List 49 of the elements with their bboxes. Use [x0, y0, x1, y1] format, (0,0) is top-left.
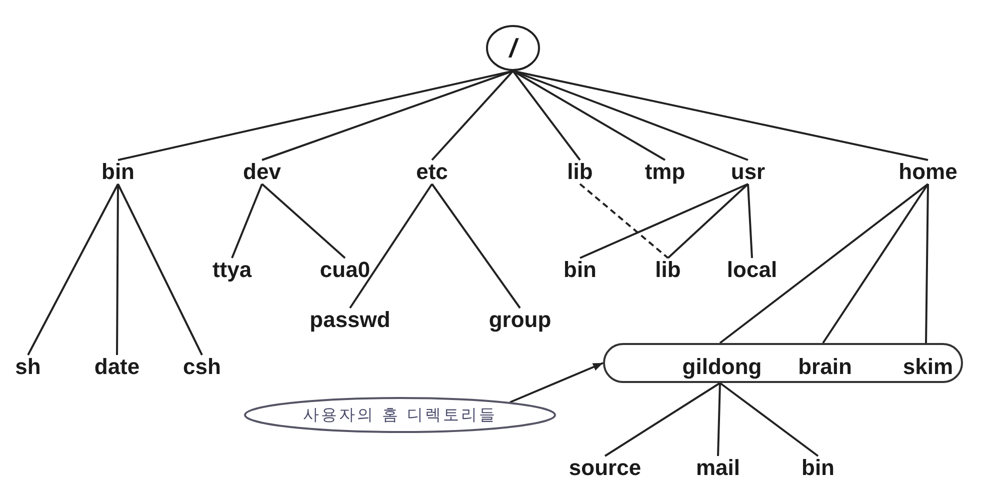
directory-label: source: [560, 456, 650, 480]
directory-label: brain: [790, 345, 860, 385]
arrow: [510, 362, 604, 404]
directory-label: csh: [177, 355, 227, 379]
tree-line: [747, 184, 753, 258]
tree-line: [719, 382, 819, 457]
root-label: /: [509, 36, 517, 60]
directory-label: home: [893, 160, 963, 184]
tree-line: [719, 183, 929, 344]
directory-label: etc: [409, 160, 455, 184]
tree-line: [261, 183, 346, 259]
directory-label: skim: [898, 345, 958, 385]
tree-line: [262, 70, 514, 161]
directory-label: group: [480, 308, 560, 332]
tree-line: [580, 183, 748, 259]
directory-label: usr: [725, 160, 771, 184]
tree-line: [431, 70, 514, 161]
directory-label: bin: [558, 258, 602, 282]
directory-label: ttya: [204, 258, 260, 282]
tree-line: [431, 183, 521, 309]
directory-label: mail: [690, 456, 746, 480]
home-directories-box: [603, 343, 963, 383]
directory-label: bin: [796, 456, 840, 480]
tree-line: [349, 183, 433, 309]
directory-label: lib: [651, 258, 685, 282]
tree-line: [512, 70, 581, 161]
directory-label: bin: [96, 160, 140, 184]
tree-line: [667, 183, 749, 259]
directory-label: lib: [563, 160, 597, 184]
tree-line: [27, 184, 119, 356]
directory-label: gildong: [677, 345, 767, 385]
tree-line: [116, 184, 119, 355]
directory-label: tmp: [640, 160, 690, 184]
tree-line: [925, 184, 929, 344]
tree-line: [604, 382, 721, 457]
tree-line: [512, 70, 928, 161]
tree-line: [579, 183, 669, 259]
tree-line: [512, 70, 666, 161]
directory-label: date: [89, 355, 145, 379]
tree-line: [822, 183, 929, 344]
directory-label: local: [720, 258, 784, 282]
tree-line: [117, 184, 203, 356]
directory-label: cua0: [315, 258, 375, 282]
callout-text: 사용자의 홈 디렉토리들: [302, 404, 498, 426]
directory-label: dev: [239, 160, 285, 184]
tree-line: [717, 382, 721, 456]
directory-label: sh: [10, 355, 46, 379]
directory-label: passwd: [305, 308, 395, 332]
tree-line: [231, 184, 263, 258]
